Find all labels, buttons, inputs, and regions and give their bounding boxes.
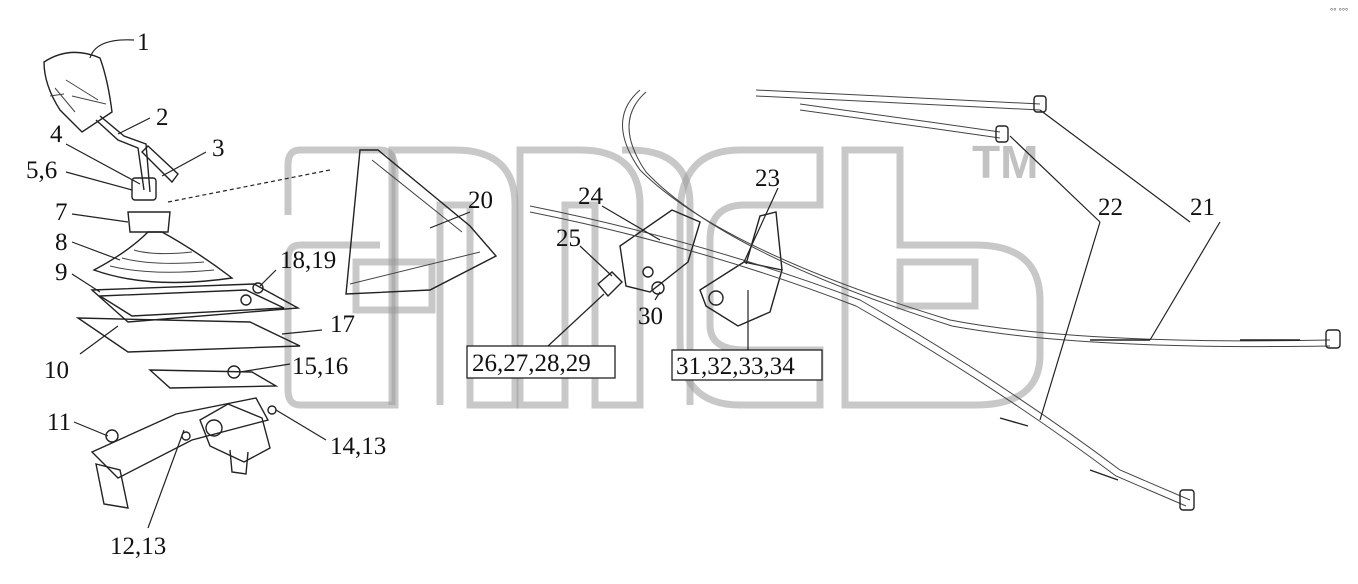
cable-end (995, 125, 1009, 143)
cable-21 (622, 89, 1331, 342)
label-1: 1 (137, 29, 150, 56)
bolt (240, 294, 252, 306)
bolt-25 (597, 271, 623, 298)
lower-bracket (90, 397, 270, 479)
cable-end (1179, 489, 1195, 511)
label-17: 17 (330, 311, 355, 338)
label-8: 8 (55, 229, 68, 256)
box-26-29 (466, 345, 616, 379)
seal (148, 369, 279, 389)
leader-lines (65, 39, 1221, 529)
box-31-34 (671, 349, 823, 381)
cable-22 (529, 205, 1191, 501)
shift-cables (529, 89, 1341, 511)
label-9: 9 (55, 259, 68, 286)
label-20: 20 (468, 187, 493, 214)
label-12-13: 12,13 (110, 533, 166, 560)
label-2: 2 (156, 104, 169, 131)
callout-labels: 1 2 3 4 5,6 7 8 9 10 11 12,13 14,13 15,1… (26, 29, 1215, 560)
bracket-assembly (345, 149, 783, 327)
label-25: 25 (556, 225, 581, 252)
shift-lever-rod (95, 119, 145, 191)
label-7: 7 (55, 199, 68, 226)
lever-collar (131, 177, 157, 201)
boot-collar (127, 211, 171, 233)
corner-mark: °° °°° (1330, 7, 1348, 16)
lever-pin (141, 145, 179, 184)
bracket-24 (619, 209, 701, 293)
label-10: 10 (44, 357, 69, 384)
boot-frame (90, 283, 301, 323)
watermark-logo: TM (284, 136, 1044, 409)
label-26-29: 26,27,28,29 (472, 350, 591, 377)
washer-30 (651, 281, 665, 295)
cable-end (1033, 95, 1047, 113)
shift-boot (92, 231, 234, 284)
label-30: 30 (638, 303, 663, 330)
selector-housing (199, 403, 271, 463)
label-18-19: 18,19 (280, 247, 336, 274)
shift-knob (43, 51, 113, 133)
label-11: 11 (47, 409, 71, 436)
label-5-6: 5,6 (26, 157, 57, 184)
label-14-13: 14,13 (330, 433, 386, 460)
label-3: 3 (212, 135, 225, 162)
label-21: 21 (1190, 194, 1215, 221)
boxed-labels: 26,27,28,29 31,32,33,34 (466, 345, 823, 381)
label-24: 24 (578, 183, 604, 210)
label-4: 4 (50, 121, 63, 148)
label-31-34: 31,32,33,34 (676, 353, 795, 380)
label-23: 23 (755, 165, 780, 192)
label-15-16: 15,16 (292, 353, 348, 380)
cable-end (1325, 329, 1341, 349)
mounting-plate (75, 317, 301, 353)
shift-lever-assembly (43, 51, 301, 509)
label-22: 22 (1098, 194, 1123, 221)
watermark-tm: TM (972, 136, 1038, 188)
lever-20 (345, 149, 498, 295)
bolt (252, 282, 264, 294)
